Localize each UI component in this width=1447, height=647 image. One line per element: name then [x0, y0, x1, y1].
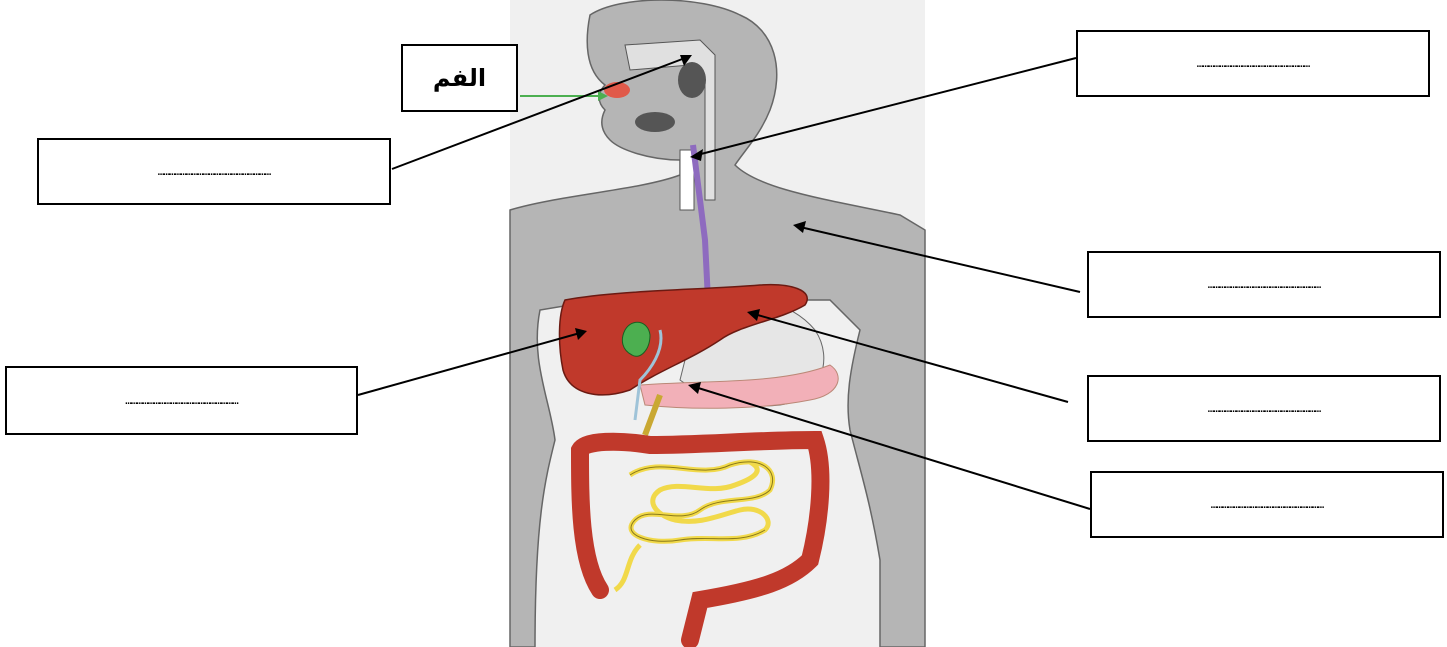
answer-blank-liver: …………………………………………………… [125, 394, 237, 407]
answer-blank-stomach: …………………………………………………… [1208, 402, 1320, 415]
answer-box-esophagus[interactable]: …………………………………………………… [1076, 30, 1430, 97]
answer-box-stomach[interactable]: …………………………………………………… [1087, 375, 1441, 442]
mouth-label-box: الفم [401, 44, 518, 112]
mouth-label: الفم [433, 64, 486, 92]
answer-box-throat[interactable]: …………………………………………………… [37, 138, 391, 205]
answer-blank-pancreas: …………………………………………………… [1211, 498, 1323, 511]
answer-blank-chest: …………………………………………………… [1208, 278, 1320, 291]
tongue [635, 112, 675, 132]
tonsil [678, 62, 706, 98]
answer-box-liver[interactable]: …………………………………………………… [5, 366, 358, 435]
answer-blank-esophagus: …………………………………………………… [1197, 57, 1309, 70]
answer-blank-throat: …………………………………………………… [158, 165, 270, 178]
answer-box-pancreas[interactable]: …………………………………………………… [1090, 471, 1444, 538]
answer-box-chest[interactable]: …………………………………………………… [1087, 251, 1441, 318]
